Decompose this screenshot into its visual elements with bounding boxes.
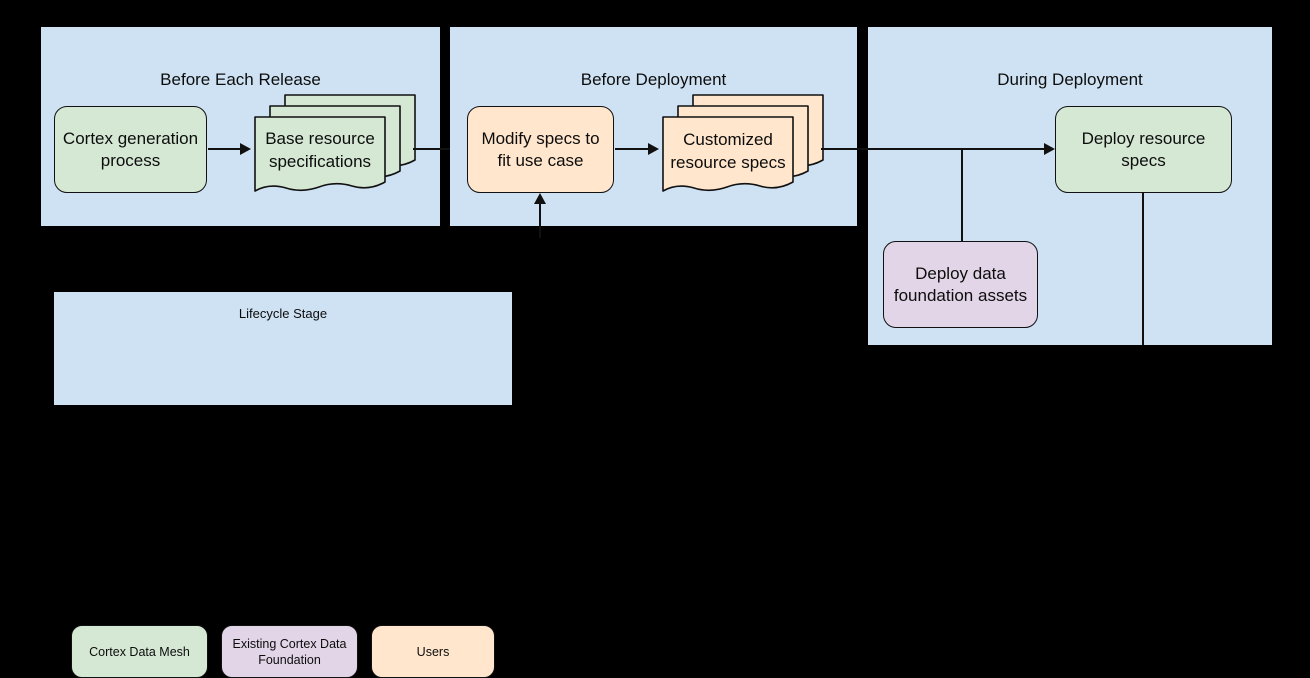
edge-customized-specs-to-deploy-specs <box>821 148 1053 150</box>
edge-users-input-to-modify-specs <box>539 202 541 238</box>
legend-item-label: Users <box>416 644 450 659</box>
legend-item-label: Cortex Data Mesh <box>89 644 190 659</box>
node-label: Deploy resource specs <box>1081 128 1206 170</box>
arrowhead-customized-specs-to-deploy-specs <box>1044 142 1055 155</box>
arrowhead-users-input-to-modify-specs <box>533 193 546 204</box>
legend-item-label: Existing Cortex Data Foundation <box>232 636 347 667</box>
node-deploy-data-foundation-assets[interactable]: Deploy data foundation assets <box>883 241 1038 328</box>
edge-generation-to-base-specs <box>208 148 244 150</box>
arrowhead-modify-specs-to-customized-specs <box>648 142 659 155</box>
stacked-document-shape <box>254 94 416 192</box>
panel-title-before-deployment: Before Deployment <box>580 70 727 89</box>
node-cortex-generation-process[interactable]: Cortex generation process <box>54 106 207 193</box>
panel-title-during-deployment: During Deployment <box>997 70 1143 89</box>
node-label: Cortex generation process <box>62 128 199 170</box>
panel-title-before-each-release: Before Each Release <box>160 70 321 89</box>
edge-base-specs-to-modify-specs <box>413 148 459 150</box>
legend-title: Lifecycle Stage <box>238 306 328 321</box>
legend-item-cortex-data-mesh[interactable]: Cortex Data Mesh <box>71 625 208 678</box>
node-customized-resource-specs[interactable]: Customized resource specs <box>660 88 828 208</box>
legend-lifecycle-stage: Lifecycle Stage Cortex Data Mesh Existin… <box>54 292 512 678</box>
edge-deploy-specs-downstream <box>1142 192 1144 345</box>
legend-item-existing-cortex-data-foundation[interactable]: Existing Cortex Data Foundation <box>221 625 358 678</box>
node-label: Modify specs to fit use case <box>481 128 600 170</box>
node-base-resource-specifications[interactable]: Base resource specifications <box>252 88 420 208</box>
stacked-document-shape <box>662 94 824 192</box>
node-label: Base resource specifications <box>265 129 375 171</box>
node-label: Customized resource specs <box>670 130 786 172</box>
edge-modify-specs-to-customized-specs <box>615 148 652 150</box>
arrowhead-generation-to-base-specs <box>240 142 251 155</box>
node-label: Deploy data foundation assets <box>893 263 1028 305</box>
edge-branch-to-deploy-data-foundation-assets <box>961 148 963 242</box>
node-deploy-resource-specs[interactable]: Deploy resource specs <box>1055 106 1232 193</box>
node-modify-specs-to-fit-use-case[interactable]: Modify specs to fit use case <box>467 106 614 193</box>
legend-item-users[interactable]: Users <box>371 625 495 678</box>
diagram-canvas: Before Each Release Cortex generation pr… <box>41 27 1272 678</box>
